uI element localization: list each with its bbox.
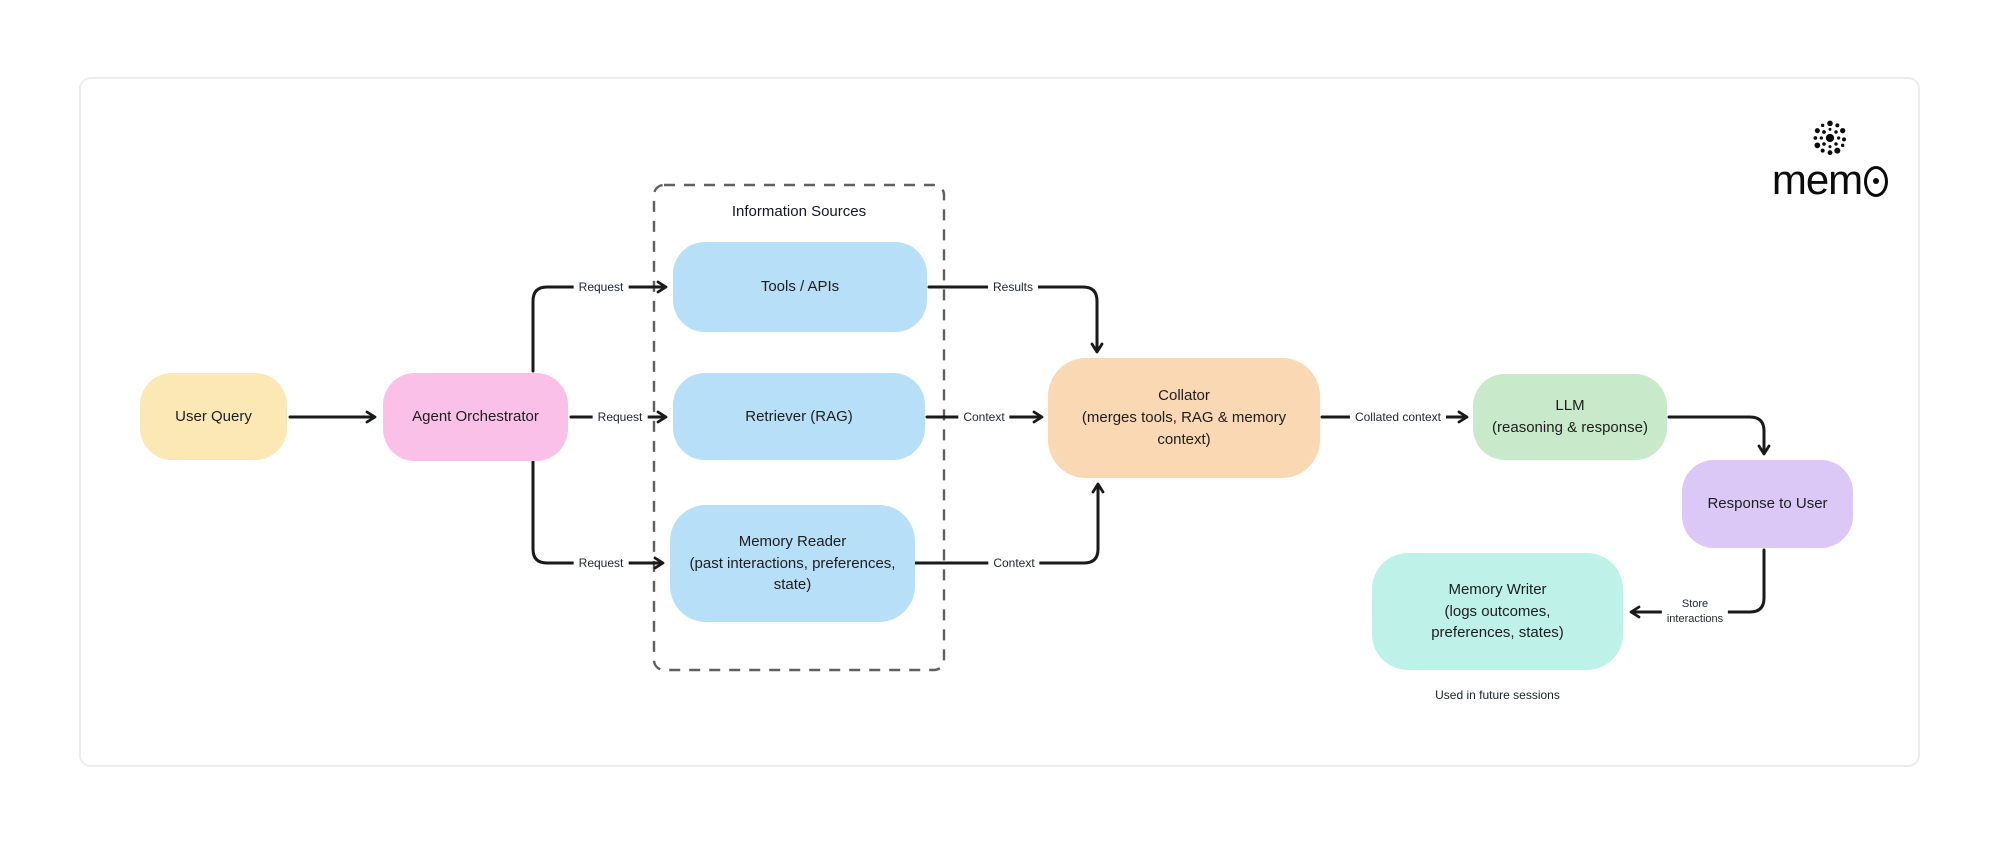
edge-label-context-memory: Context xyxy=(988,553,1040,573)
node-agent-orchestrator: Agent Orchestrator xyxy=(383,373,568,461)
information-sources-title: Information Sources xyxy=(731,203,867,220)
node-memory-writer: Memory Writer (logs outcomes, preference… xyxy=(1372,553,1623,670)
node-retriever-rag: Retriever (RAG) xyxy=(673,373,925,460)
memory-writer-caption: Used in future sessions xyxy=(1435,688,1560,702)
brand-zero-glyph xyxy=(1864,165,1889,197)
node-response-to-user: Response to User xyxy=(1682,460,1853,548)
edge-label-context-rag: Context xyxy=(958,407,1010,427)
edge-label-results: Results xyxy=(987,277,1039,297)
brand-wordmark: mem xyxy=(1771,156,1889,203)
dot-cluster-icon xyxy=(1813,120,1846,156)
edge-label-collated-context: Collated context xyxy=(1349,407,1447,427)
brand-wordmark-text: mem xyxy=(1771,156,1863,203)
edge-label-request-top: Request xyxy=(573,277,629,297)
node-collator: Collator (merges tools, RAG & memory con… xyxy=(1048,358,1320,478)
edge-label-request-bottom: Request xyxy=(573,553,629,573)
node-user-query: User Query xyxy=(140,373,287,460)
edge-label-store-interactions: Store interactions xyxy=(1661,595,1729,629)
edge-label-request-mid: Request xyxy=(592,407,648,427)
brand-logo: mem xyxy=(1770,118,1890,203)
node-llm: LLM (reasoning & response) xyxy=(1473,374,1667,460)
node-memory-reader: Memory Reader (past interactions, prefer… xyxy=(670,505,915,622)
node-tools-apis: Tools / APIs xyxy=(673,242,927,332)
